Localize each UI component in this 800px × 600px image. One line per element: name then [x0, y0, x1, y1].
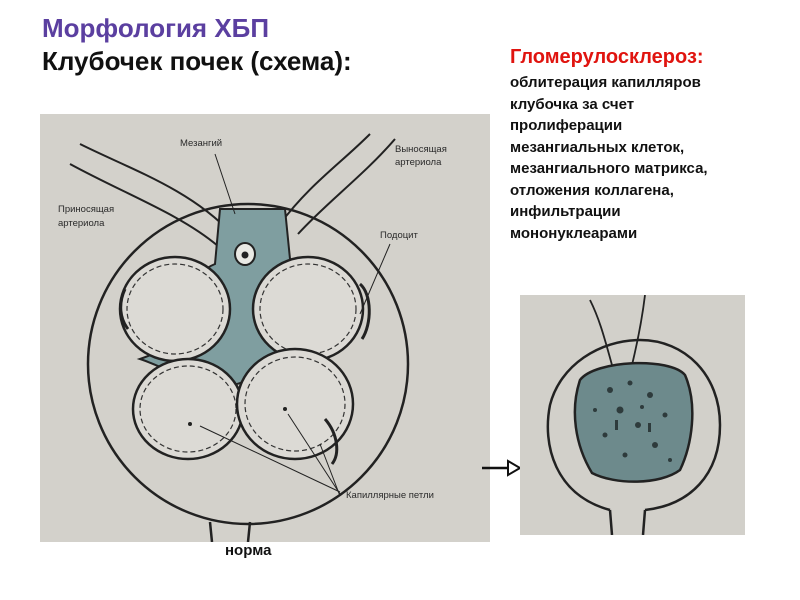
- page-subtitle: Клубочек почек (схема):: [42, 46, 352, 76]
- leader-capillary-1: [199, 425, 341, 493]
- sclerotic-nuclei: [593, 380, 672, 462]
- sclerotic-tuft: [573, 361, 694, 483]
- leader-mesangium: [214, 153, 236, 215]
- sclerotic-glomerulus-image: [520, 295, 745, 535]
- label-podocyte: Подоцит: [380, 230, 418, 241]
- label-capillary-loops: Капиллярные петли: [346, 490, 434, 501]
- normal-glomerulus-image: Мезангий Выносящая артериола Приносящая …: [40, 114, 490, 542]
- sclerotic-tubule: [608, 509, 647, 535]
- leader-capillary-3: [319, 443, 341, 497]
- mesangial-nucleus: [241, 251, 249, 259]
- arrow-right-icon: [482, 459, 522, 477]
- label-afferent-2: артериола: [58, 218, 105, 229]
- leader-capillary-2: [287, 413, 341, 495]
- label-mesangium: Мезангий: [180, 138, 222, 149]
- label-efferent-1: Выносящая: [395, 144, 447, 155]
- capillary-loop-upper-left: [118, 255, 232, 363]
- tubule-outlet: [208, 521, 252, 542]
- sclerotic-capsule: [546, 338, 722, 512]
- efferent-arteriole: [279, 133, 396, 235]
- afferent-arteriole: [69, 143, 233, 247]
- caption-norm: норма: [225, 542, 272, 559]
- sclerotic-arterioles: [589, 295, 646, 366]
- podocyte-left: [119, 288, 130, 330]
- capillary-loop-upper-left-inner: [126, 263, 224, 355]
- page-title: Морфология ХБП: [42, 13, 270, 43]
- description-heading: Гломерулосклероз:: [510, 46, 704, 68]
- leader-podocyte: [359, 243, 391, 315]
- normal-glomerulus-diagram: Мезангий Выносящая артериола Приносящая …: [58, 133, 447, 542]
- podocyte-lower: [323, 418, 339, 465]
- label-efferent-2: артериола: [395, 157, 442, 168]
- sclerotic-glomerulus-diagram: [546, 295, 722, 535]
- capillary-loop-lower-right: [235, 347, 355, 461]
- description-block: Гломерулосклероз: облитерация капилляров…: [510, 44, 795, 244]
- title-block: Морфология ХБП Клубочек почек (схема):: [42, 12, 352, 78]
- podocyte-right: [358, 282, 371, 340]
- capillary-loop-upper-right: [251, 255, 365, 363]
- capillary-loop-lower-right-inner: [244, 356, 346, 452]
- description-text: облитерация капилляров клубочка за счет …: [510, 74, 708, 242]
- bowman-capsule: [86, 202, 410, 526]
- capillary-loop-lower-left: [131, 357, 245, 461]
- label-afferent-1: Приносящая: [58, 204, 114, 215]
